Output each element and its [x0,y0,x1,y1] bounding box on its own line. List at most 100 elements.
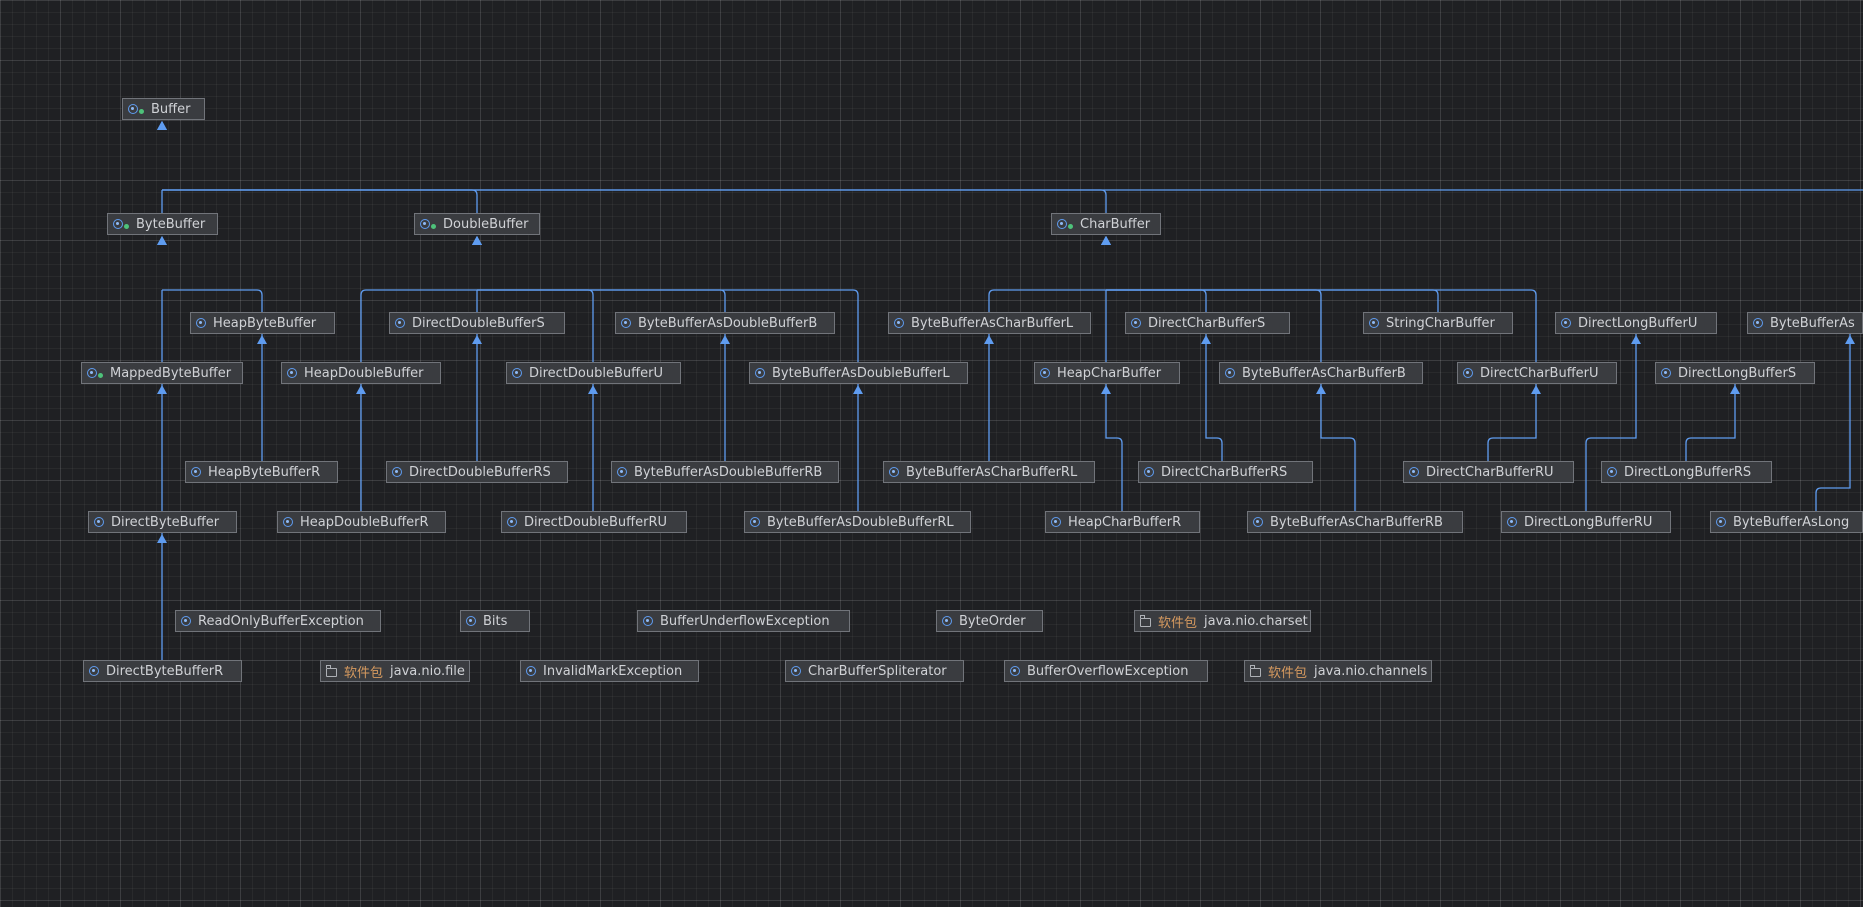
class-icon [191,467,201,477]
node-byte-buffer-as-char-buffer-b[interactable]: ByteBufferAsCharBufferB [1219,362,1423,384]
node-buffer-overflow-exception[interactable]: BufferOverflowException [1004,660,1208,682]
node-heap-char-buffer-r[interactable]: HeapCharBufferR [1045,511,1200,533]
node-byte-order[interactable]: ByteOrder [936,610,1043,632]
node-label: DirectByteBufferR [106,663,224,679]
node-label: MappedByteBuffer [110,365,232,381]
arrowhead-direct-double-buffer-rs-to-direct-double-buffer-s [472,335,482,344]
node-buffer-underflow-exception[interactable]: BufferUnderflowException [637,610,850,632]
node-byte-buffer-as-char-buffer-rl[interactable]: ByteBufferAsCharBufferRL [883,461,1095,483]
node-label: DirectLongBufferU [1578,315,1698,331]
node-heap-char-buffer[interactable]: HeapCharBuffer [1034,362,1180,384]
node-read-only-buffer-exception[interactable]: ReadOnlyBufferException [175,610,381,632]
node-byte-buffer-as-char-buffer-rb[interactable]: ByteBufferAsCharBufferRB [1247,511,1463,533]
node-heap-double-buffer-r[interactable]: HeapDoubleBufferR [277,511,446,533]
node-byte-buffer-as-char-buffer-l[interactable]: ByteBufferAsCharBufferL [888,312,1091,334]
class-icon [395,318,405,328]
class-icon [894,318,904,328]
arrowhead-long-buffer-to-buffer [157,121,167,130]
node-byte-buffer[interactable]: ByteBuffer [107,213,218,235]
class-icon [94,517,104,527]
node-char-buffer[interactable]: CharBuffer [1051,213,1161,235]
node-direct-byte-buffer[interactable]: DirectByteBuffer [88,511,237,533]
arrowhead-direct-char-buffer-rs-to-direct-char-buffer-s [1201,335,1211,344]
class-icon [1051,517,1061,527]
node-label: StringCharBuffer [1386,315,1495,331]
class-icon [643,616,653,626]
node-direct-long-buffer-ru[interactable]: DirectLongBufferRU [1501,511,1671,533]
edge-heap-byte-buffer-to-byte-buffer [162,289,263,312]
node-label: DirectCharBufferRU [1426,464,1554,480]
arrowhead-byte-buffer-as-double-buffer-rb-to-byte-buffer-as-double-buffer-b [720,335,730,344]
class-icon [1661,368,1671,378]
node-heap-byte-buffer-r[interactable]: HeapByteBufferR [185,461,338,483]
node-direct-long-buffer-rs[interactable]: DirectLongBufferRS [1601,461,1772,483]
arrowhead-byte-buffer-as-char-buffer-rb-to-byte-buffer-as-char-buffer-b [1316,385,1326,394]
node-direct-char-buffer-u[interactable]: DirectCharBufferU [1457,362,1617,384]
class-icon [283,517,293,527]
node-byte-buffer-as-long-buffer-b[interactable]: ByteBufferAs [1747,312,1863,334]
class-icon [512,368,522,378]
node-bits[interactable]: Bits [460,610,530,632]
package-prefix: 软件包 [1158,615,1198,631]
node-label: ByteBufferAsLong [1733,514,1850,530]
node-direct-long-buffer-s[interactable]: DirectLongBufferS [1655,362,1815,384]
node-direct-char-buffer-ru[interactable]: DirectCharBufferRU [1403,461,1574,483]
class-icon [1561,318,1571,328]
class-icon [942,616,952,626]
node-label: Bits [483,613,508,629]
node-direct-char-buffer-rs[interactable]: DirectCharBufferRS [1138,461,1313,483]
node-label: DirectLongBufferRS [1624,464,1752,480]
node-heap-double-buffer[interactable]: HeapDoubleBuffer [281,362,441,384]
edge-byte-buffer-as-long-buffer-rb-to-byte-buffer-as-long-buffer-b [1815,334,1851,511]
node-direct-double-buffer-rs[interactable]: DirectDoubleBufferRS [386,461,568,483]
node-label: DirectCharBufferRS [1161,464,1288,480]
node-byte-buffer-as-double-buffer-b[interactable]: ByteBufferAsDoubleBufferB [615,312,835,334]
node-byte-buffer-as-double-buffer-l[interactable]: ByteBufferAsDoubleBufferL [749,362,968,384]
edge-byte-buffer-as-char-buffer-rb-to-byte-buffer-as-char-buffer-b [1320,384,1356,511]
edge-string-char-buffer-to-char-buffer [1106,289,1439,312]
node-direct-byte-buffer-r[interactable]: DirectByteBufferR [83,660,242,682]
edge-heap-char-buffer-r-to-heap-char-buffer [1105,384,1123,511]
node-byte-buffer-as-double-buffer-rb[interactable]: ByteBufferAsDoubleBufferRB [611,461,839,483]
node-label: DirectDoubleBufferRU [524,514,667,530]
node-label: ByteBuffer [136,216,206,232]
node-label: HeapCharBuffer [1057,365,1162,381]
class-icon [466,616,476,626]
node-label: CharBuffer [1080,216,1151,232]
class-icon [1253,517,1263,527]
arrowhead-byte-buffer-as-double-buffer-rl-to-byte-buffer-as-double-buffer-l [853,385,863,394]
edge-heap-double-buffer-to-double-buffer [360,289,477,362]
node-label: DirectLongBufferS [1678,365,1797,381]
node-label: ByteBufferAsCharBufferL [911,315,1074,331]
node-double-buffer[interactable]: DoubleBuffer [414,213,540,235]
node-char-buffer-spliterator[interactable]: CharBufferSpliterator [785,660,964,682]
node-mapped-byte-buffer[interactable]: MappedByteBuffer [81,362,243,384]
node-buffer[interactable]: Buffer [122,98,205,120]
node-label: java.nio.file [390,663,465,679]
class-icon [1131,318,1141,328]
node-byte-buffer-as-long-buffer-rb[interactable]: ByteBufferAsLong [1710,511,1863,533]
node-invalid-mark-exception[interactable]: InvalidMarkException [520,660,699,682]
node-label: ByteBufferAsCharBufferB [1242,365,1406,381]
node-direct-char-buffer-s[interactable]: DirectCharBufferS [1125,312,1290,334]
node-direct-double-buffer-u[interactable]: DirectDoubleBufferU [506,362,681,384]
node-direct-double-buffer-ru[interactable]: DirectDoubleBufferRU [501,511,687,533]
edge-direct-char-buffer-s-to-char-buffer [1106,289,1207,312]
node-label: ByteBufferAsCharBufferRL [906,464,1078,480]
edge-double-buffer-to-buffer [162,189,478,213]
class-icon [1463,368,1473,378]
node-label: HeapDoubleBufferR [300,514,429,530]
node-string-char-buffer[interactable]: StringCharBuffer [1363,312,1513,334]
node-label: DirectDoubleBufferS [412,315,545,331]
node-direct-long-buffer-u[interactable]: DirectLongBufferU [1555,312,1717,334]
node-heap-byte-buffer[interactable]: HeapByteBuffer [190,312,335,334]
node-byte-buffer-as-double-buffer-rl[interactable]: ByteBufferAsDoubleBufferRL [744,511,971,533]
node-label: Buffer [151,101,191,117]
node-direct-double-buffer-s[interactable]: DirectDoubleBufferS [389,312,565,334]
arrowhead-direct-long-buffer-ru-to-direct-long-buffer-u [1631,335,1641,344]
arrowhead-byte-buffer-as-char-buffer-rl-to-byte-buffer-as-char-buffer-l [984,335,994,344]
node-label: DirectDoubleBufferRS [409,464,551,480]
